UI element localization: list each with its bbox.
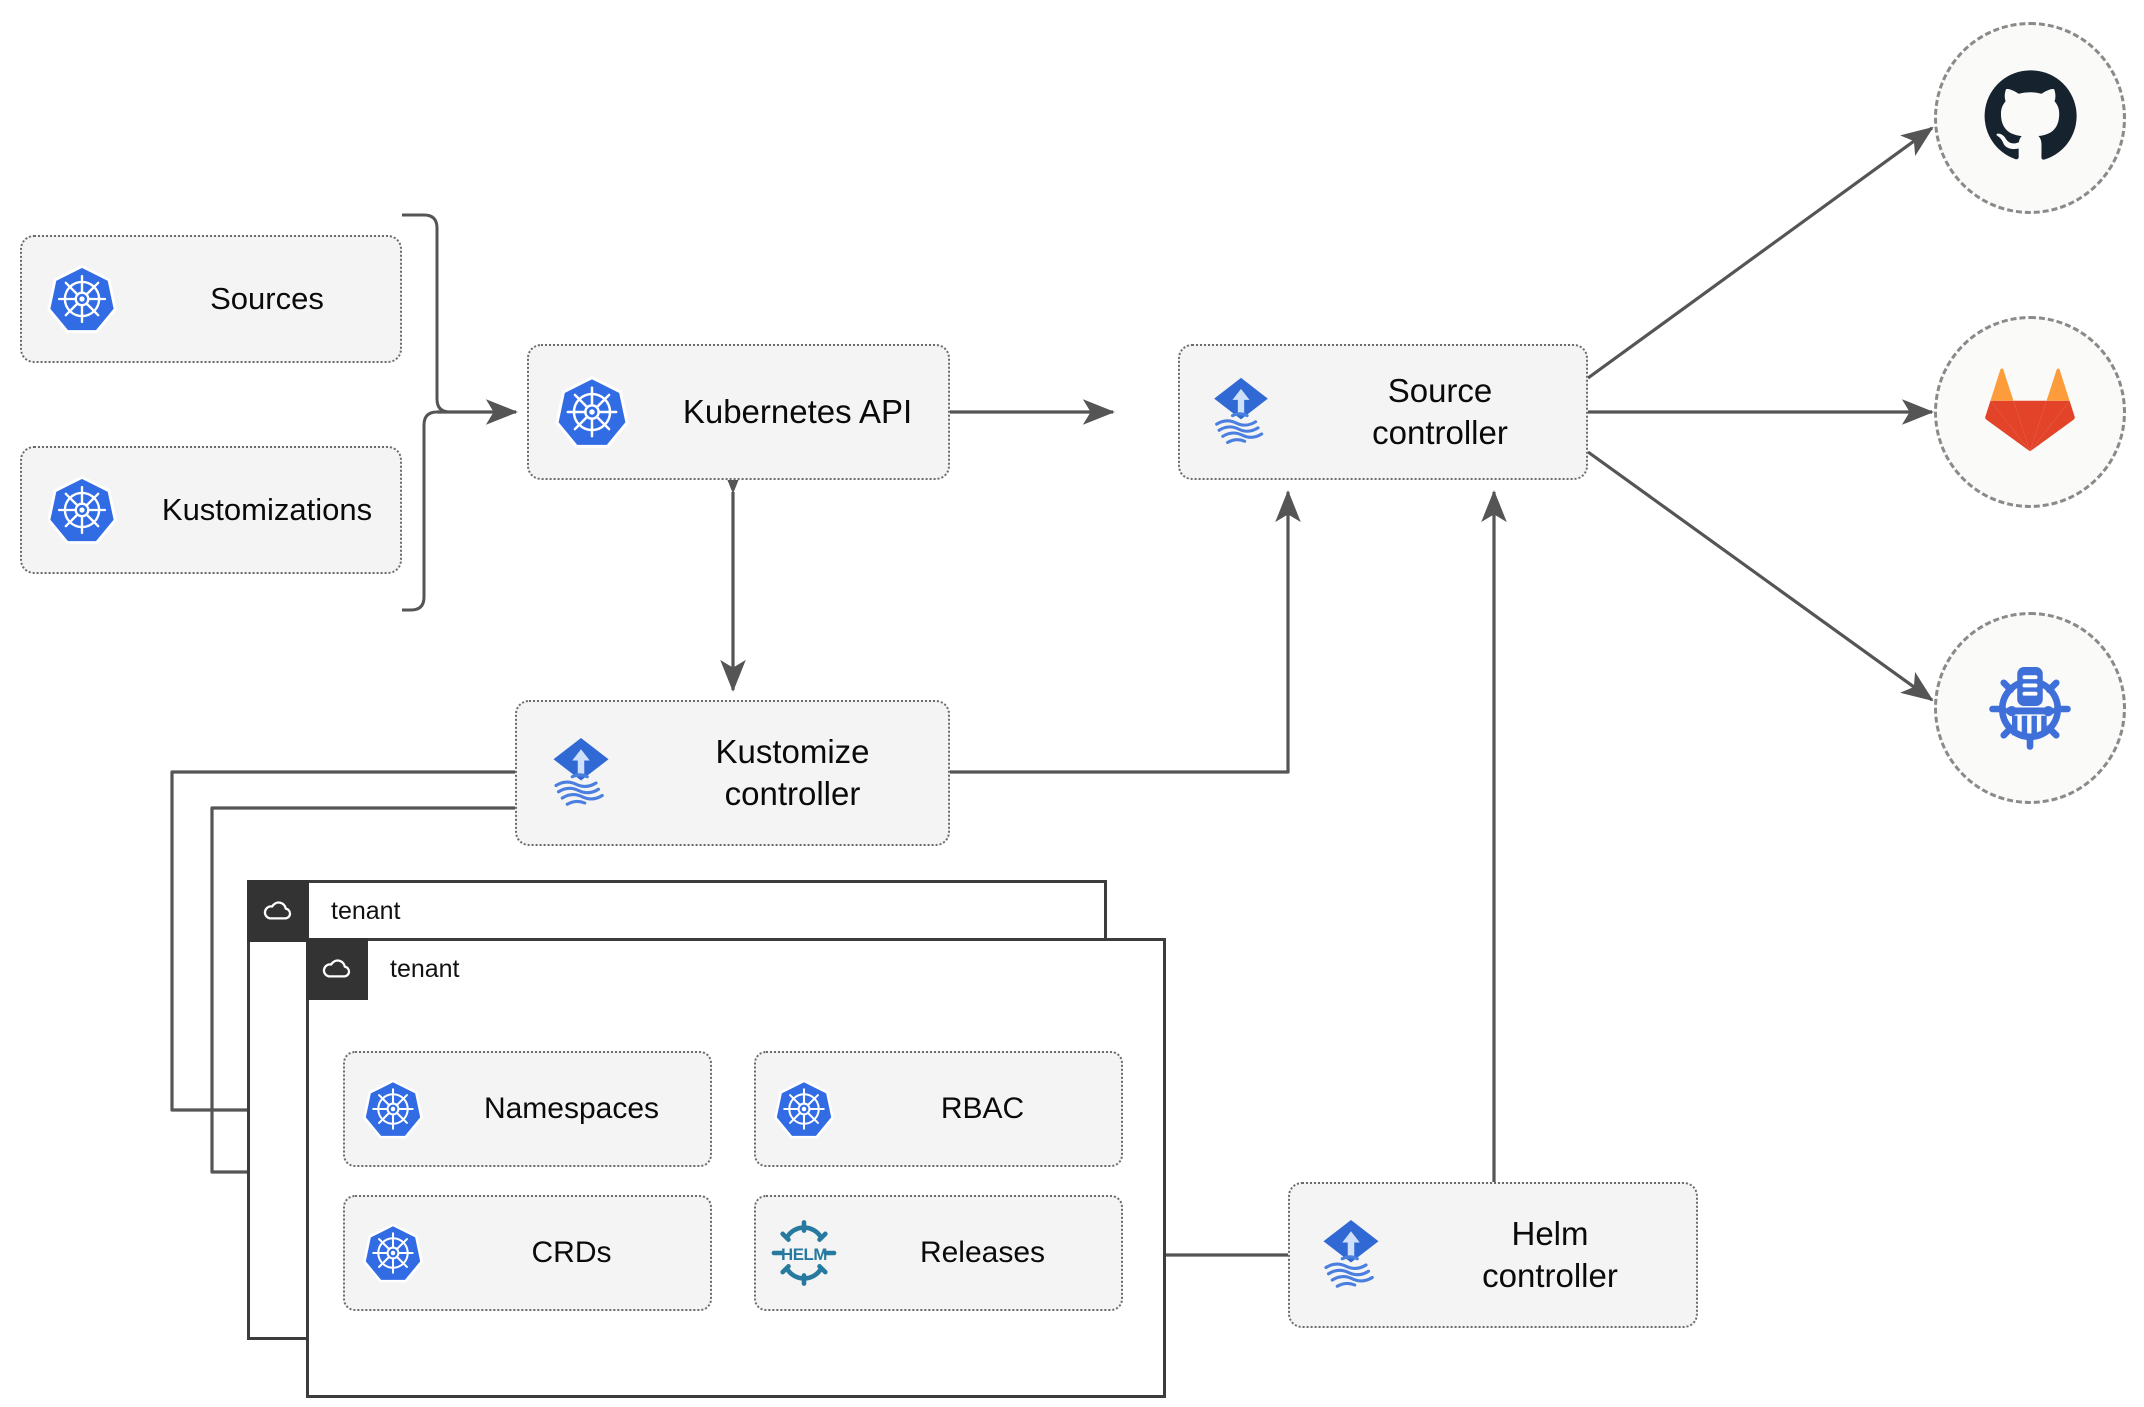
tenant-title-inner: tenant <box>390 954 460 983</box>
cloud-icon <box>247 880 309 942</box>
kubernetes-icon <box>22 235 142 363</box>
node-sources-label: Sources <box>210 281 324 317</box>
svg-text:HELM: HELM <box>781 1245 827 1264</box>
tenant-header-inner: tenant <box>306 938 460 1000</box>
node-source-controller[interactable]: Source controller <box>1178 344 1588 480</box>
flux-icon <box>1180 344 1302 480</box>
cloud-icon <box>306 938 368 1000</box>
kubernetes-icon <box>345 1053 441 1165</box>
github-icon <box>1982 68 2078 169</box>
resource-rbac-label: RBAC <box>940 1091 1025 1125</box>
endpoint-bucket[interactable] <box>1934 612 2126 804</box>
flux-icon <box>517 700 645 846</box>
kubernetes-icon <box>345 1197 441 1309</box>
endpoint-gitlab[interactable] <box>1934 316 2126 508</box>
gitlab-icon <box>1984 364 2076 461</box>
resource-crds-label: CRDs <box>531 1235 612 1269</box>
node-kustomize-controller-label: Kustomize controller <box>715 732 870 812</box>
resource-releases[interactable]: HELM Releases <box>754 1195 1123 1311</box>
node-source-controller-label: Source controller <box>1372 371 1508 451</box>
kubernetes-icon <box>529 344 655 480</box>
resource-releases-label: Releases <box>919 1235 1046 1269</box>
node-kustomize-controller[interactable]: Kustomize controller <box>515 700 950 846</box>
bucket-icon <box>1982 658 2078 759</box>
tenant-box-inner[interactable]: tenant <box>306 938 1166 1398</box>
resource-rbac[interactable]: RBAC <box>754 1051 1123 1167</box>
kubernetes-icon <box>756 1053 852 1165</box>
tenant-resource-grid: Namespaces <box>343 1051 1123 1311</box>
resource-crds[interactable]: CRDs <box>343 1195 712 1311</box>
resource-namespaces-label: Namespaces <box>483 1091 660 1125</box>
resource-namespaces[interactable]: Namespaces <box>343 1051 712 1167</box>
flux-icon <box>1290 1182 1412 1328</box>
helm-icon: HELM <box>756 1197 852 1309</box>
tenant-header-outer: tenant <box>247 880 401 942</box>
node-helm-controller[interactable]: Helm controller <box>1288 1182 1698 1328</box>
endpoint-github[interactable] <box>1934 22 2126 214</box>
node-kustomizations[interactable]: Kustomizations <box>20 446 402 574</box>
node-kubernetes-api[interactable]: Kubernetes API <box>527 344 950 480</box>
node-kubernetes-api-label: Kubernetes API <box>682 392 913 430</box>
node-helm-controller-label: Helm controller <box>1482 1214 1618 1294</box>
tenant-title-outer: tenant <box>331 896 401 925</box>
node-sources[interactable]: Sources <box>20 235 402 363</box>
node-kustomizations-label: Kustomizations <box>161 492 373 528</box>
kubernetes-icon <box>22 446 142 574</box>
